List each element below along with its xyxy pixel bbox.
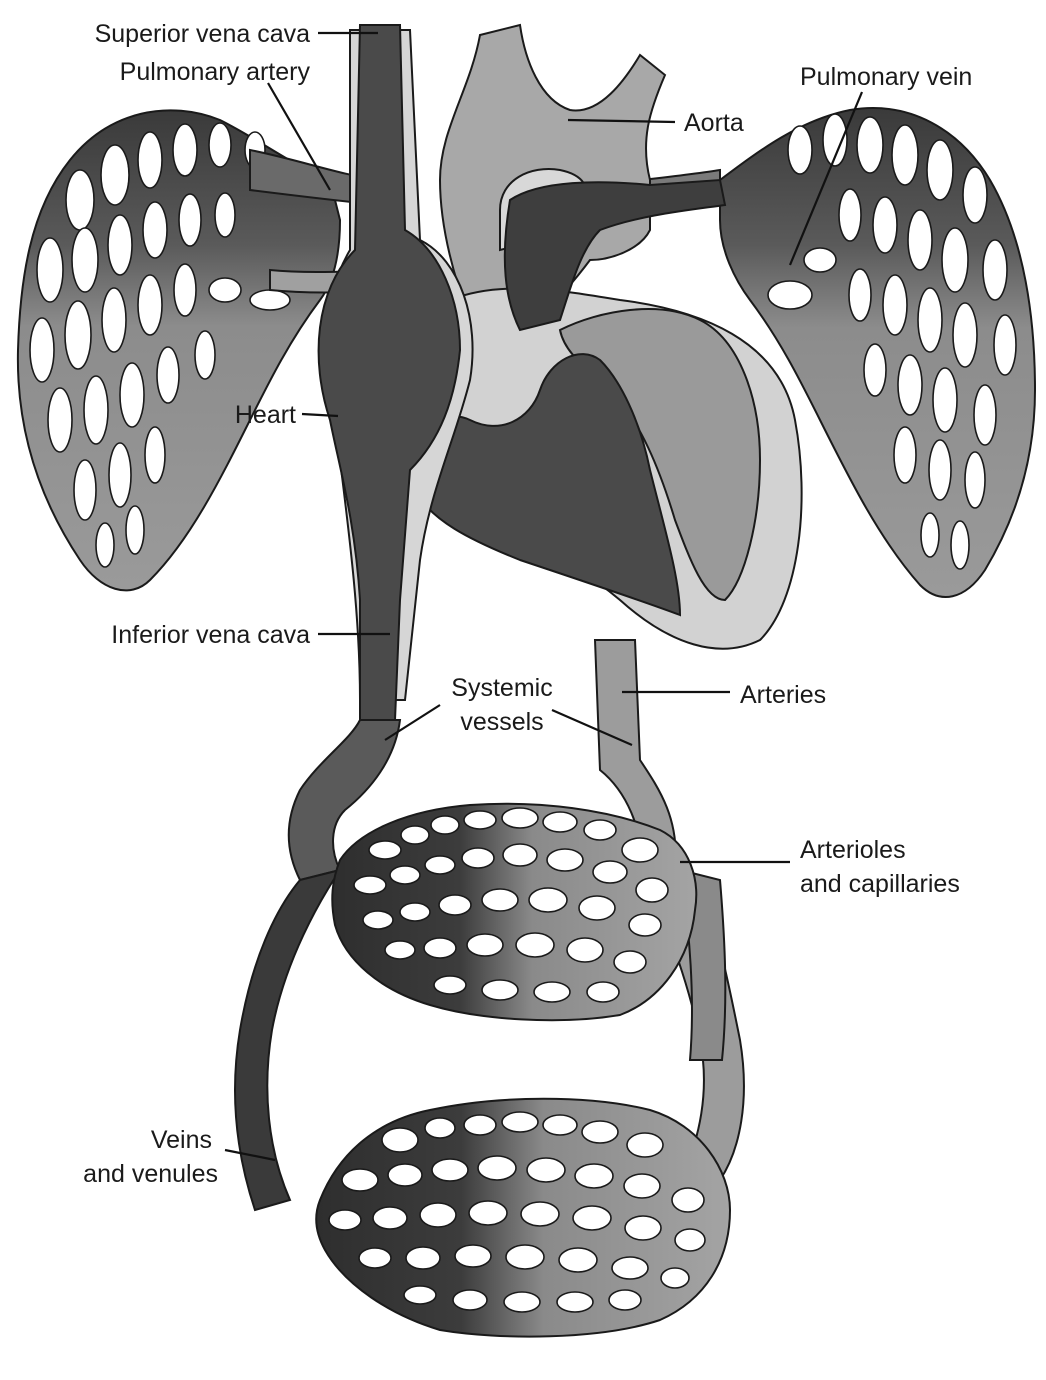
- upper-capillary-holes: [353, 807, 669, 1003]
- label-superior-vena-cava: Superior vena cava: [95, 20, 311, 48]
- labels: Superior vena cava Pulmonary artery Aort…: [83, 20, 972, 1188]
- label-pulmonary-vein: Pulmonary vein: [800, 63, 972, 91]
- leader-veins: [224, 1148, 276, 1162]
- leader-lines: [224, 31, 864, 1162]
- left-lung: [16, 109, 342, 592]
- label-arterioles-line2: and capillaries: [800, 870, 960, 898]
- left-lung-alveoli: [29, 122, 291, 568]
- lower-capillary-holes: [328, 1111, 706, 1313]
- label-pulmonary-artery: Pulmonary artery: [120, 58, 311, 86]
- label-systemic-line1: Systemic: [451, 674, 552, 702]
- label-heart: Heart: [235, 401, 296, 429]
- leader-pulmonary-vein: [788, 91, 864, 266]
- right-lung: [719, 107, 1037, 598]
- label-veins-line1: Veins: [151, 1126, 212, 1154]
- right-lung-alveoli: [767, 113, 1017, 570]
- label-inferior-vena-cava: Inferior vena cava: [111, 621, 310, 649]
- leader-systemic-left: [384, 704, 441, 741]
- heart: [377, 178, 803, 650]
- label-aorta: Aorta: [684, 109, 744, 137]
- label-arteries: Arteries: [740, 681, 826, 709]
- leader-systemic-right: [551, 708, 633, 747]
- leader-aorta: [567, 118, 676, 124]
- label-systemic-line2: vessels: [460, 708, 543, 736]
- label-veins-line2: and venules: [83, 1160, 218, 1188]
- label-arterioles-line1: Arterioles: [800, 836, 906, 864]
- systemic-loop: [234, 639, 745, 1338]
- leader-pulmonary-artery: [267, 82, 331, 191]
- leader-heart: [301, 412, 339, 418]
